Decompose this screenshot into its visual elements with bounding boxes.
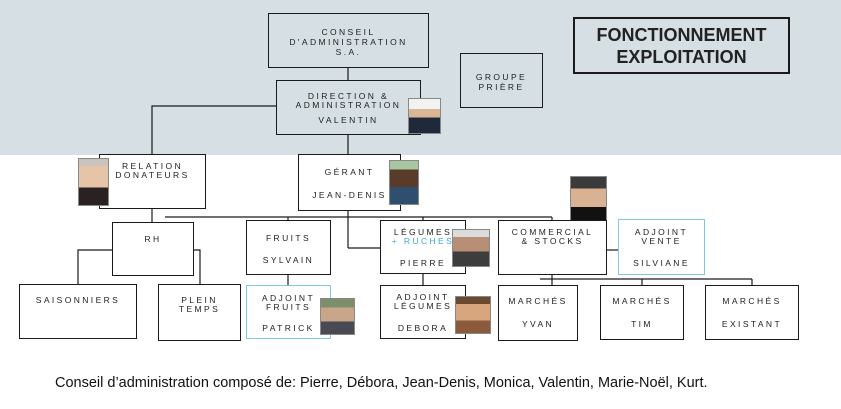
node-adjoint-vente-line1: ADJOINT [634,227,689,237]
debora-photo [455,296,491,334]
commercial-photo [570,176,607,224]
node-plein-temps-line2: TEMPS [178,304,221,314]
node-adjoint-vente: ADJOINT VENTE SILVIANE [618,219,705,275]
node-direction: DIRECTION & ADMINISTRATION VALENTIN [276,80,421,135]
node-gerant-line1: GÉRANT [324,167,375,177]
node-gerant-line2: JEAN-DENIS [312,190,387,200]
node-marches-yvan-line1: MARCHÉS [508,296,568,306]
node-adjoint-legumes: ADJOINT LÉGUMES DEBORA [380,285,466,339]
node-rh: RH [112,222,194,276]
node-commercial-line2: & STOCKS [521,236,584,246]
patrick-photo [320,298,355,335]
section-title-line2: EXPLOITATION [616,47,747,67]
pierre-photo [452,229,490,267]
node-adjoint-vente-line2: VENTE [641,236,682,246]
node-marches-existant: MARCHÉS EXISTANT [705,285,799,340]
node-marches-tim-line1: MARCHÉS [612,296,672,306]
node-legumes-line3: PIERRE [399,258,447,268]
node-legumes-line1: LÉGUMES [393,227,453,237]
node-adjoint-fruits: ADJOINT FRUITS PATRICK [246,285,331,339]
node-conseil-line2: D'ADMINISTRATION [289,37,408,47]
node-groupe-priere: GROUPE PRIÈRE [460,53,543,108]
node-relation-line2: DONATEURS [115,170,190,180]
node-marches-yvan: MARCHÉS YVAN [498,285,578,341]
node-plein-temps: PLEIN TEMPS [158,284,241,341]
node-groupe-priere-line2: PRIÈRE [478,82,525,92]
node-gerant: GÉRANT JEAN-DENIS [298,154,401,211]
node-direction-line2: ADMINISTRATION [295,100,402,110]
node-saisonniers: SAISONNIERS [19,284,137,339]
node-rh-line1: RH [144,234,162,244]
node-adjoint-legumes-line1: ADJOINT [396,292,450,302]
node-marches-existant-line2: EXISTANT [721,319,783,329]
node-conseil-line3: S.A. [335,47,362,57]
node-adjoint-vente-line3: SILVIANE [633,258,690,268]
node-marches-tim-line2: TIM [631,319,653,329]
node-fruits-line2: SYLVAIN [262,255,315,265]
node-adjoint-legumes-line2: LÉGUMES [393,301,453,311]
relation-donateurs-photo [78,158,109,206]
node-fruits: FRUITS SYLVAIN [246,220,331,275]
footer-note: Conseil d’administration composé de: Pie… [55,375,708,391]
node-commercial-stocks: COMMERCIAL & STOCKS [498,220,607,275]
node-marches-existant-line1: MARCHÉS [722,296,782,306]
node-adjoint-legumes-line3: DEBORA [397,323,449,333]
node-legumes-line2: + RUCHES [391,236,455,246]
node-saisonniers-line1: SAISONNIERS [35,295,121,305]
section-title-line1: FONCTIONNEMENT [596,25,767,45]
node-conseil-line1: CONSEIL [321,27,376,37]
node-relation-line1: RELATION [121,161,184,171]
node-conseil: CONSEIL D'ADMINISTRATION S.A. [268,13,429,68]
node-groupe-priere-line1: GROUPE [475,72,528,82]
node-direction-line3: VALENTIN [318,115,379,125]
node-adjoint-fruits-line1: ADJOINT [261,293,316,303]
valentin-photo [408,98,441,134]
node-adjoint-fruits-line3: PATRICK [262,323,315,333]
section-title: FONCTIONNEMENT EXPLOITATION [573,17,790,74]
node-direction-line1: DIRECTION & [307,91,390,101]
node-legumes-ruches: LÉGUMES + RUCHES PIERRE [380,220,466,274]
node-marches-yvan-line2: YVAN [521,319,555,329]
node-marches-tim: MARCHÉS TIM [600,285,684,340]
node-relation-donateurs: RELATION DONATEURS [99,154,206,209]
jean-denis-photo [389,160,419,205]
node-fruits-line1: FRUITS [265,233,312,243]
node-commercial-line1: COMMERCIAL [511,227,594,237]
node-adjoint-fruits-line2: FRUITS [265,302,312,312]
connector-direction-relation [151,105,276,154]
node-plein-temps-line1: PLEIN [181,295,218,305]
